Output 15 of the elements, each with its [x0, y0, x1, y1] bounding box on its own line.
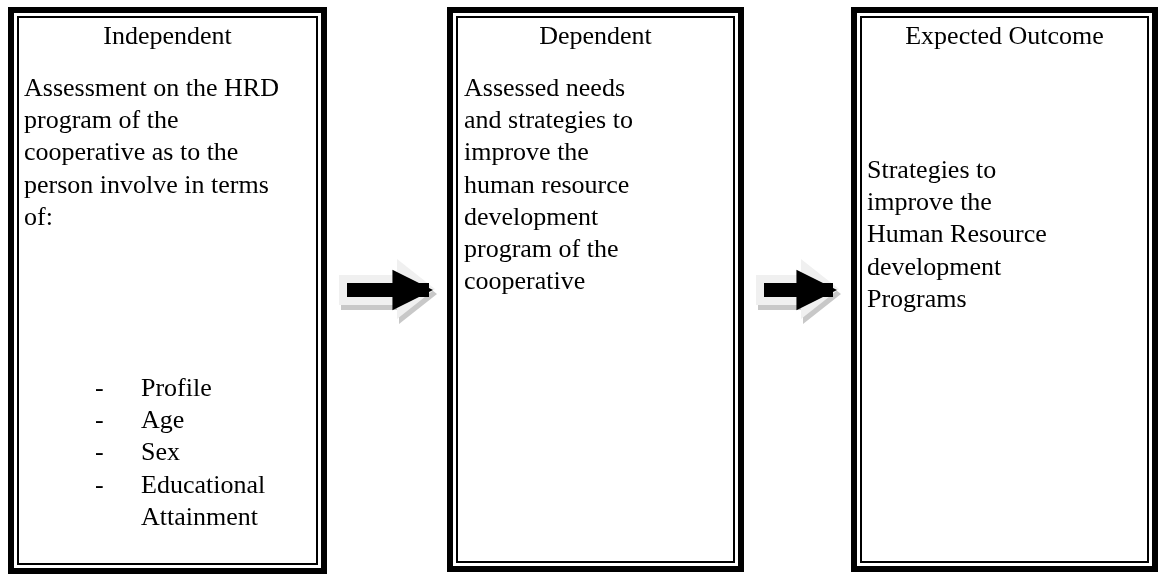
block-arrow	[339, 259, 437, 324]
list-item: - Educational Attainment	[95, 468, 267, 533]
list-item: - Sex	[95, 436, 181, 469]
block-arrow	[756, 259, 841, 324]
column-heading: Dependent	[538, 20, 653, 52]
double-bordered-box	[851, 7, 1158, 572]
double-bordered-box	[8, 7, 327, 574]
double-bordered-box	[447, 7, 744, 572]
list-item: - Age	[95, 404, 186, 437]
column-heading: Expected Outcome	[904, 20, 1105, 52]
list-item: - Profile	[95, 372, 213, 404]
description-text: Assessed needs and strategies to improve the human resource development program of the cooperative	[464, 72, 634, 298]
description-text: Strategies to improve the Human Resource development Programs	[867, 154, 1048, 315]
description-text: Assessment on the HRD program of the cooperative as to the person involve in terms of:	[24, 72, 280, 233]
column-heading: Independent	[102, 20, 233, 52]
